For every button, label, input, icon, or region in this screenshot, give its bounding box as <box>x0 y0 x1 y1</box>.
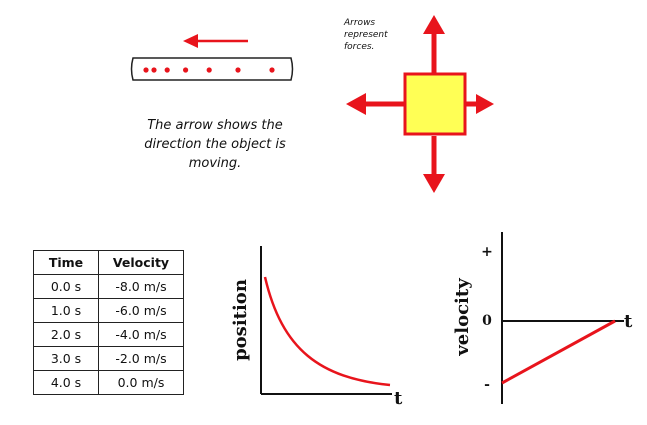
force-arrow-up <box>423 15 445 74</box>
table-cell-time: 1.0 s <box>33 298 99 323</box>
table-cell-velocity: -4.0 m/s <box>98 322 184 347</box>
force-object-box <box>403 72 467 136</box>
motion-strip-outline <box>130 57 294 81</box>
velocity-graph-y-label: velocity <box>452 278 473 357</box>
forces-note-line: represent <box>344 30 388 40</box>
velocity-table: Time Velocity 0.0 s -8.0 m/s 1.0 s -6.0 … <box>33 250 184 395</box>
position-graph-y-label: position <box>230 279 251 361</box>
table-cell-time: 3.0 s <box>33 346 99 371</box>
motion-caption: The arrow shows the direction the object… <box>120 116 310 173</box>
motion-dot <box>235 67 241 73</box>
velocity-graph: velocity t + 0 - <box>452 232 633 404</box>
motion-caption-line: moving. <box>188 156 242 171</box>
forces-note-line: Arrows <box>344 18 376 28</box>
table-cell-velocity: -6.0 m/s <box>98 298 184 323</box>
motion-direction-arrow <box>183 34 248 48</box>
motion-dot <box>183 67 189 73</box>
motion-dot <box>164 67 170 73</box>
motion-dot <box>269 67 275 73</box>
table-header-row: Time Velocity <box>33 250 184 275</box>
velocity-graph-x-label: t <box>624 311 633 332</box>
motion-caption-line: direction the object is <box>144 137 286 152</box>
table-cell-time: 0.0 s <box>33 274 99 299</box>
table-header-velocity: Velocity <box>98 250 184 275</box>
table-row: 1.0 s -6.0 m/s <box>33 298 184 323</box>
table-cell-time: 2.0 s <box>33 322 99 347</box>
table-row: 2.0 s -4.0 m/s <box>33 322 184 347</box>
force-arrow-left <box>346 93 405 115</box>
velocity-plus-label: + <box>481 244 493 260</box>
velocity-line <box>501 319 616 385</box>
force-diagram <box>346 15 494 193</box>
position-graph: position t <box>230 246 403 409</box>
motion-dot <box>151 67 157 73</box>
forces-note: Arrows represent forces. <box>344 17 424 53</box>
table-cell-velocity: -2.0 m/s <box>98 346 184 371</box>
motion-diagram <box>130 34 294 81</box>
table-row: 4.0 s 0.0 m/s <box>33 370 184 395</box>
position-curve <box>263 276 391 387</box>
force-arrow-right <box>465 94 494 114</box>
motion-dot <box>206 67 212 73</box>
table-row: 0.0 s -8.0 m/s <box>33 274 184 299</box>
table-cell-velocity: 0.0 m/s <box>98 370 184 395</box>
forces-note-line: forces. <box>344 42 375 52</box>
position-graph-x-label: t <box>394 388 403 409</box>
table-cell-velocity: -8.0 m/s <box>98 274 184 299</box>
velocity-zero-label: 0 <box>482 313 492 329</box>
velocity-minus-label: - <box>484 377 490 393</box>
table-cell-time: 4.0 s <box>33 370 99 395</box>
motion-dots <box>143 67 275 73</box>
force-arrow-down <box>423 136 445 193</box>
motion-dot <box>143 67 149 73</box>
motion-caption-line: The arrow shows the <box>147 118 283 133</box>
table-row: 3.0 s -2.0 m/s <box>33 346 184 371</box>
table-header-time: Time <box>33 250 99 275</box>
